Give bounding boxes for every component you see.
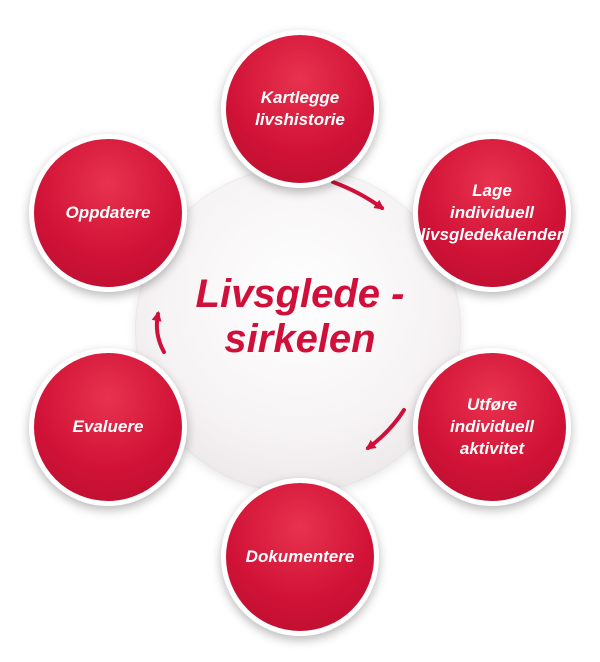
step-5-label: Evaluere (72, 417, 144, 436)
center-title-line-1: Livsglede - (195, 272, 405, 316)
step-utfore-aktivitet: Utføre individuell aktivitet (413, 348, 571, 506)
step-6-label: Oppdatere (65, 203, 151, 222)
step-3-label: Utføre individuell aktivitet (449, 395, 535, 458)
center-circle (135, 167, 461, 493)
step-lage-livsgledekalender: Lage individuell livsgledekalender (413, 134, 571, 292)
step-evaluere: Evaluere (29, 348, 187, 506)
step-1-label: Kartlegge livshistorie (255, 88, 345, 129)
step-2-label: Lage individuell livsgledekalender (420, 181, 564, 244)
step-oppdatere: Oppdatere (29, 134, 187, 292)
step-4-label: Dokumentere (245, 547, 355, 566)
step-dokumentere: Dokumentere (221, 478, 379, 636)
step-kartlegge-livshistorie: Kartlegge livshistorie (221, 30, 379, 188)
center-title: Livsglede - sirkelen (150, 272, 450, 362)
center-title-line-2: sirkelen (224, 317, 376, 361)
